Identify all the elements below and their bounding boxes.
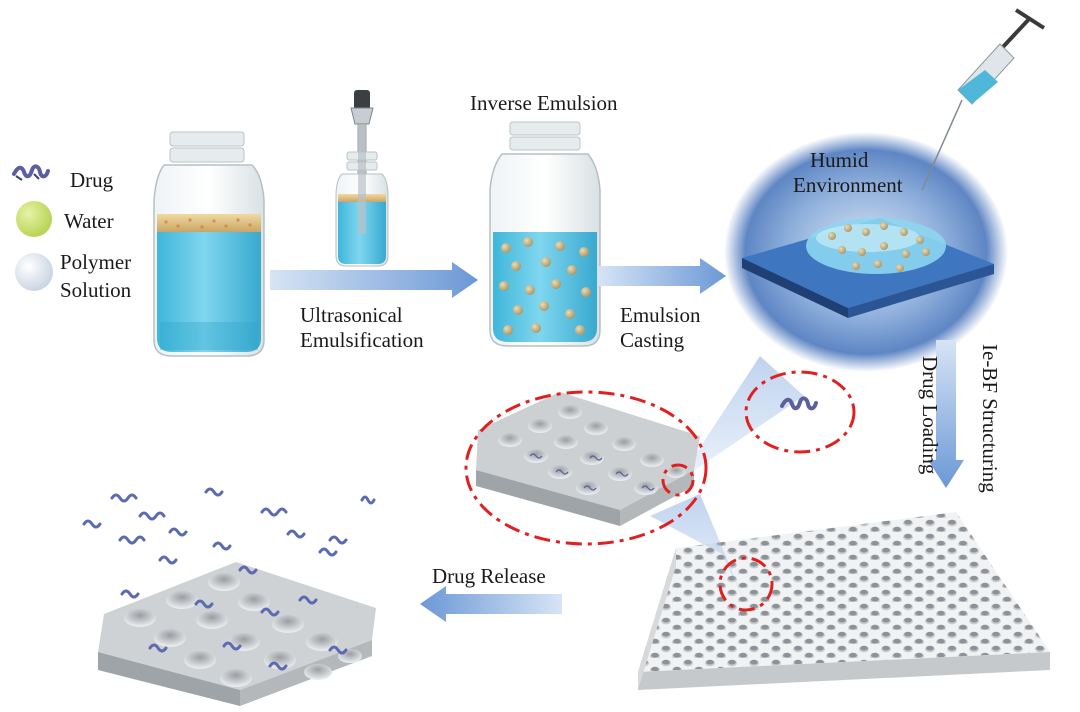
highlight-circles <box>464 370 856 612</box>
highlight-drug-ellipse <box>744 370 856 454</box>
zoom-cone-drug <box>676 356 804 484</box>
syringe-icon <box>921 8 1046 191</box>
step-drug-loading-label: Drug Loading <box>918 356 942 475</box>
water-droplet-icon <box>16 201 52 237</box>
legend-polymer-label-1: Polymer <box>60 250 132 274</box>
legend-polymer-label-2: Solution <box>60 278 132 302</box>
step-inverse-emulsion-label: Inverse Emulsion <box>470 91 618 115</box>
vial-inverse-emulsion <box>489 121 601 347</box>
released-drug-molecules <box>82 487 376 671</box>
honeycomb-film <box>638 512 1050 690</box>
arrow-drug-release <box>420 586 562 622</box>
step-humid-label-1: Humid <box>810 148 869 172</box>
highlight-film-spot <box>718 556 774 612</box>
highlight-pore-small <box>661 463 695 497</box>
step-drug-release-label: Drug Release <box>432 564 546 588</box>
vial-polymer-and-water <box>153 131 265 357</box>
arrow-ultrasonic <box>270 262 478 298</box>
step-casting-label-1: Emulsion <box>620 303 701 327</box>
step-humid-label-2: Environment <box>793 173 903 197</box>
drug-peptide-icon <box>12 164 50 181</box>
step-ultrasonic-label-1: Ultrasonical <box>300 303 403 327</box>
legend-drug-label: Drug <box>70 168 114 192</box>
highlight-film-ellipse <box>464 390 708 546</box>
step-casting-label-2: Casting <box>620 328 685 352</box>
arrow-iebf-structuring <box>928 340 964 488</box>
legend-water-label: Water <box>64 209 114 233</box>
legend <box>12 164 53 291</box>
arrow-casting <box>598 258 726 294</box>
vial-sonication <box>335 90 389 267</box>
step-iebf-structuring-label: Ie-BF Structuring <box>978 344 1002 493</box>
loaded-porous-film <box>476 392 700 526</box>
humid-environment <box>724 8 1046 372</box>
step-ultrasonic-label-2: Emulsification <box>300 328 424 352</box>
released-porous-film <box>98 562 376 706</box>
polymer-solution-droplet-icon <box>15 253 53 291</box>
